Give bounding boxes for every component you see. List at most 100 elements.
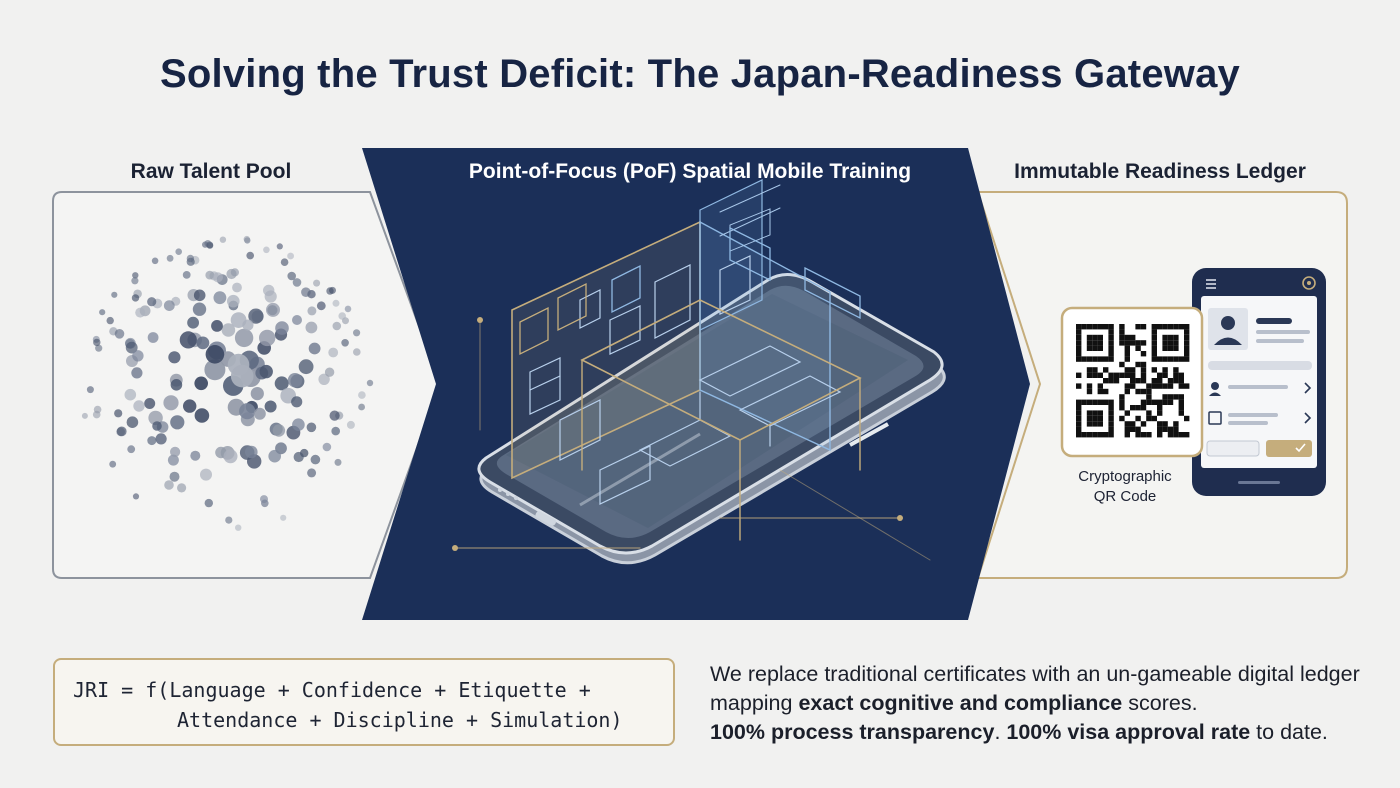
particle-dot: [232, 282, 242, 293]
particle-dot: [132, 350, 144, 362]
description-part-2: scores.: [1122, 691, 1198, 715]
particle-dot: [223, 449, 238, 464]
qr-module: [1140, 421, 1147, 427]
particle-dot: [332, 299, 340, 307]
particle-dot: [204, 498, 213, 508]
formula-box: JRI = f(Language + Confidence + Etiquett…: [53, 658, 675, 746]
particle-dot: [263, 246, 270, 254]
particle-dot: [318, 373, 330, 385]
particle-dot: [163, 300, 175, 311]
dot-cluster-icon: [81, 235, 374, 531]
stage-label-raw-talent: Raw Talent Pool: [130, 160, 292, 183]
qr-module: [1157, 372, 1163, 378]
particle-dot: [332, 321, 342, 331]
qr-module: [1108, 334, 1114, 341]
qr-module: [1151, 351, 1157, 357]
qr-module: [1140, 399, 1147, 405]
particle-dot: [132, 493, 140, 500]
description-part-1: We replace traditional certificates with…: [710, 662, 1360, 715]
particle-dot: [235, 524, 242, 531]
qr-module: [1130, 378, 1136, 384]
qr-module: [1178, 324, 1184, 330]
qr-module: [1086, 334, 1093, 341]
isometric-room-hologram-icon: [452, 179, 931, 561]
particle-dot: [280, 258, 289, 267]
particle-dot: [292, 315, 302, 325]
qr-module: [1140, 361, 1147, 368]
qr-module: [1173, 334, 1179, 341]
qr-module: [1162, 367, 1168, 373]
qr-module: [1092, 324, 1098, 330]
qr-module: [1173, 421, 1179, 427]
particle-dot: [205, 270, 215, 280]
particle-dot: [353, 348, 361, 356]
qr-module: [1173, 372, 1179, 378]
qr-module: [1103, 432, 1109, 438]
particle-dot: [86, 386, 94, 394]
qr-module: [1173, 394, 1179, 400]
particle-dot: [194, 408, 210, 423]
particle-dot: [170, 446, 181, 457]
qr-module: [1119, 334, 1125, 341]
particle-dot: [324, 367, 335, 377]
qr-module: [1178, 394, 1184, 400]
particle-dot: [292, 418, 305, 432]
page-title: Solving the Trust Deficit: The Japan-Rea…: [160, 52, 1240, 96]
qr-module: [1086, 421, 1093, 427]
qr-module: [1119, 394, 1125, 400]
qr-module: [1108, 421, 1114, 427]
mobile-profile-app-icon: [1192, 268, 1326, 496]
particle-dot: [307, 306, 317, 316]
qr-module: [1124, 426, 1130, 432]
qr-module: [1151, 383, 1157, 389]
particle-dot: [305, 321, 318, 334]
qr-caption: Cryptographic QR Code: [1060, 467, 1190, 507]
qr-module: [1162, 372, 1168, 378]
qr-module: [1092, 415, 1098, 422]
qr-module: [1140, 367, 1147, 373]
particle-dot: [166, 254, 174, 262]
qr-module: [1097, 340, 1103, 346]
qr-module: [1124, 356, 1130, 362]
qr-module: [1151, 329, 1157, 335]
qr-module: [1151, 334, 1157, 341]
qr-module: [1119, 361, 1125, 368]
qr-module: [1157, 426, 1163, 432]
qr-module: [1157, 356, 1163, 362]
description-bold-2: 100% process transparency: [710, 720, 995, 744]
particle-dot: [358, 403, 365, 411]
qr-module: [1146, 432, 1152, 438]
qr-module: [1157, 432, 1163, 438]
particle-dot: [114, 329, 125, 339]
qr-module: [1092, 372, 1098, 378]
qr-module: [1146, 410, 1152, 416]
qr-module: [1097, 383, 1103, 389]
particle-dot: [276, 243, 283, 250]
qr-module: [1167, 399, 1174, 405]
particle-dot: [164, 480, 174, 490]
qr-caption-line1: Cryptographic: [1078, 468, 1172, 485]
qr-module: [1086, 340, 1093, 346]
qr-module: [1157, 405, 1163, 411]
qr-module: [1076, 383, 1082, 389]
qr-module: [1167, 394, 1174, 400]
particle-dot: [234, 328, 254, 348]
qr-module: [1140, 432, 1147, 438]
qr-module: [1157, 378, 1163, 384]
qr-module: [1081, 324, 1087, 330]
qr-module: [1178, 399, 1184, 405]
qr-module: [1086, 415, 1093, 422]
gear-icon: [1302, 276, 1316, 290]
particle-dot: [248, 308, 264, 324]
qr-module: [1162, 324, 1168, 330]
qr-module: [1092, 345, 1098, 351]
qr-module: [1097, 432, 1103, 438]
qr-module: [1146, 399, 1152, 405]
qr-module: [1146, 394, 1152, 400]
particle-dot: [263, 284, 275, 297]
qr-module: [1140, 340, 1147, 346]
qr-module: [1173, 340, 1179, 346]
qr-module: [1119, 372, 1125, 378]
particle-dot: [147, 297, 157, 307]
particle-dot: [253, 407, 266, 420]
